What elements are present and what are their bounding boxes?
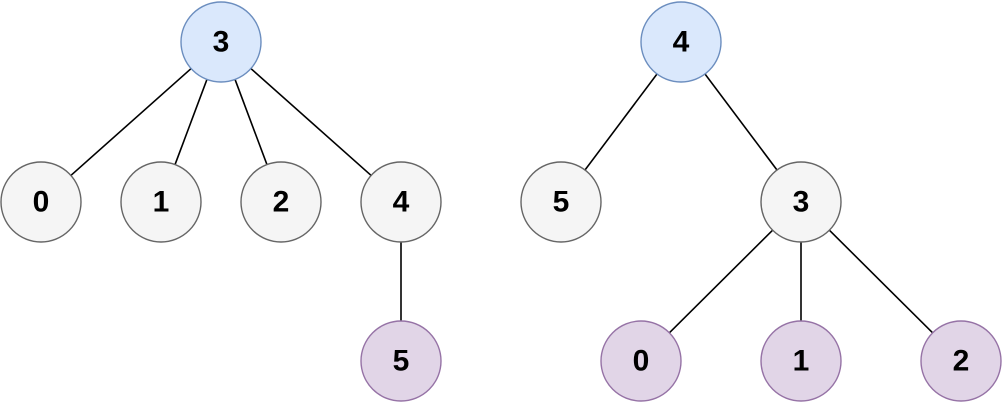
tree-1-node-5-circle: [360, 320, 442, 402]
tree-2-node-4: 4: [640, 1, 722, 83]
tree-2-edge-4-to-5: [584, 73, 658, 171]
tree-2-node-0: 0: [600, 320, 682, 402]
tree-2-node-3-label: 3: [793, 186, 810, 219]
tree-2-node-2-circle: [920, 320, 1002, 402]
tree-2-node-5-circle: [520, 161, 602, 243]
tree-2-node-3-circle: [760, 161, 842, 243]
tree-2-node-0-label: 0: [633, 345, 650, 378]
tree-2-edge-3-to-2: [828, 229, 934, 334]
tree-1-node-1: 1: [120, 161, 202, 243]
tree-2-node-5: 5: [520, 161, 602, 243]
tree-2-node-1: 1: [760, 320, 842, 402]
tree-1-node-4-label: 4: [393, 186, 410, 219]
tree-1-node-0-label: 0: [33, 186, 50, 219]
tree-1-node-5-label: 5: [393, 345, 410, 378]
tree-2-node-4-circle: [640, 1, 722, 83]
tree-1-node-0-circle: [0, 161, 82, 243]
tree-2-edge-4-to-3: [704, 73, 778, 171]
tree-1-edge-3-to-2: [234, 79, 268, 165]
tree-1-node-2-label: 2: [273, 186, 290, 219]
edges-layer: [70, 67, 934, 334]
tree-1-node-3-label: 3: [213, 26, 230, 59]
tree-2-node-1-label: 1: [793, 345, 810, 378]
tree-2-node-4-label: 4: [673, 26, 690, 59]
tree-1-node-0: 0: [0, 161, 82, 243]
tree-2-node-2: 2: [920, 320, 1002, 402]
tree-1-edge-3-to-1: [174, 79, 208, 165]
tree-1-node-2-circle: [240, 161, 322, 243]
tree-1-node-1-label: 1: [153, 186, 170, 219]
tree-1-node-2: 2: [240, 161, 322, 243]
tree-1-node-5: 5: [360, 320, 442, 402]
tree-2-node-0-circle: [600, 320, 682, 402]
tree-1-node-4: 4: [360, 161, 442, 243]
tree-1-node-4-circle: [360, 161, 442, 243]
tree-2-edge-3-to-0: [668, 229, 774, 334]
tree-2-node-1-circle: [760, 320, 842, 402]
tree-1-node-1-circle: [120, 161, 202, 243]
tree-2-node-3: 3: [760, 161, 842, 243]
tree-1-edge-3-to-0: [70, 67, 192, 177]
tree-2-node-5-label: 5: [553, 186, 570, 219]
tree-2-node-2-label: 2: [953, 345, 970, 378]
tree-1-node-3-circle: [180, 1, 262, 83]
tree-1-edge-3-to-4: [250, 67, 372, 177]
tree-1-node-3: 3: [180, 1, 262, 83]
